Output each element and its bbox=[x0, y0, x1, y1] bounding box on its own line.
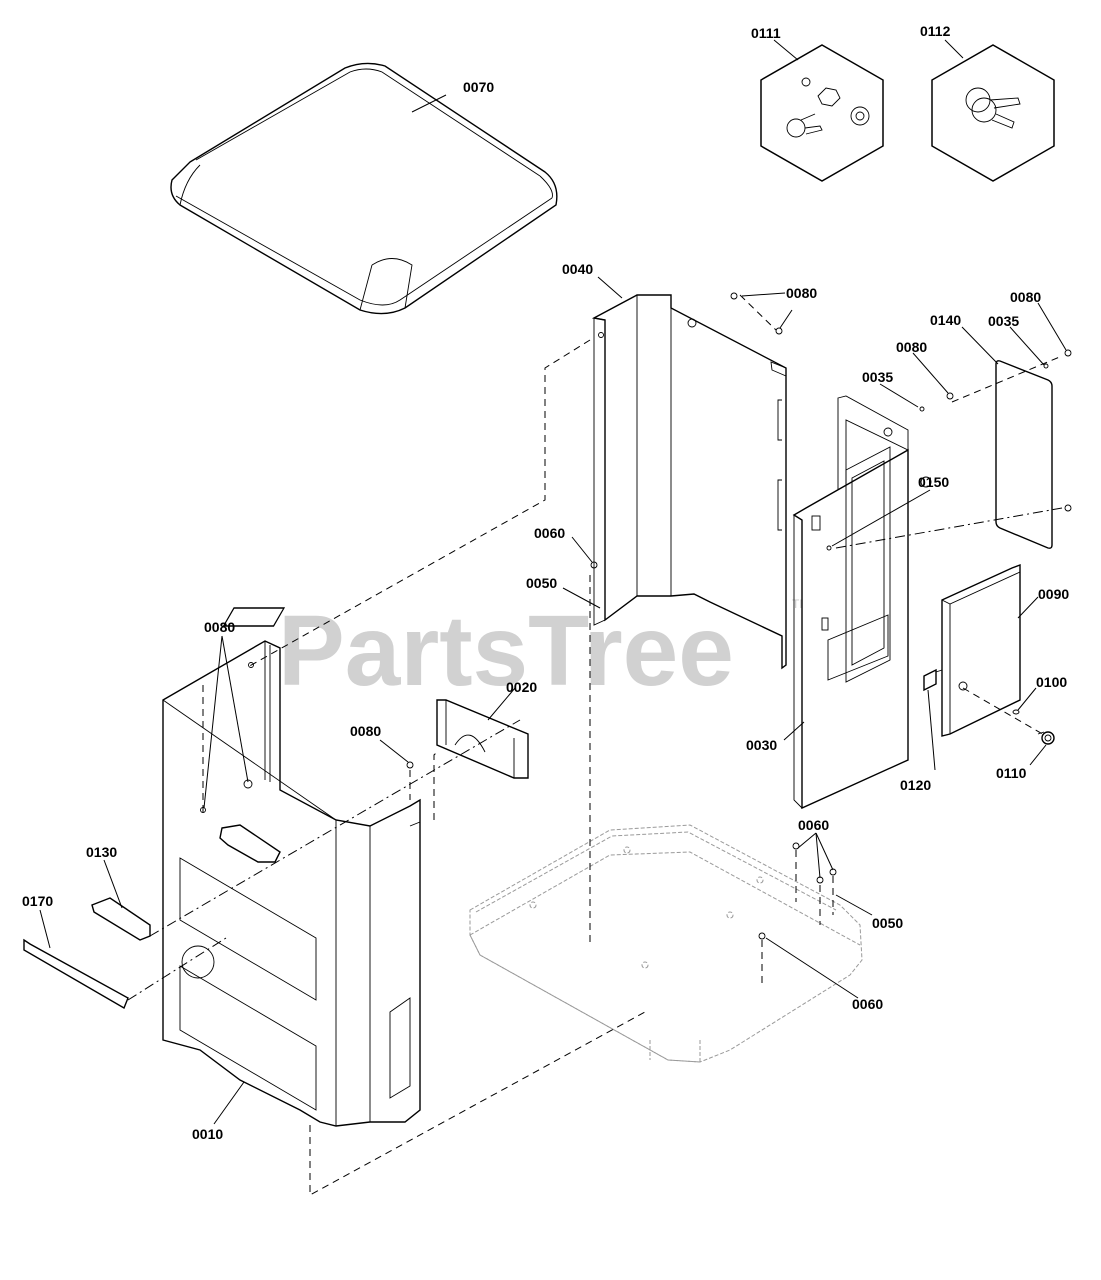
callout-0110[interactable]: 0110 bbox=[996, 765, 1027, 781]
callout-0060-b[interactable]: 0060 bbox=[798, 817, 829, 833]
assembly-lines bbox=[127, 294, 1063, 1196]
callout-0050-b[interactable]: 0050 bbox=[872, 915, 903, 931]
callout-0120[interactable]: 0120 bbox=[900, 777, 931, 793]
part-0110-lock[interactable] bbox=[1037, 731, 1055, 745]
callout-0111[interactable]: 0111 bbox=[751, 25, 781, 41]
callout-labels: 0070 0111 0112 0040 0080 0080 0140 0035 … bbox=[22, 23, 1069, 1142]
hex-inset-0112[interactable] bbox=[931, 44, 1055, 182]
part-0040-rear-frame[interactable] bbox=[222, 294, 787, 670]
part-0140-label-plate[interactable] bbox=[995, 360, 1053, 549]
callout-0035-a[interactable]: 0035 bbox=[988, 313, 1019, 329]
part-0120-latch[interactable] bbox=[923, 668, 943, 692]
callout-0140[interactable]: 0140 bbox=[930, 312, 961, 328]
callout-0170[interactable]: 0170 bbox=[22, 893, 53, 909]
callout-0040[interactable]: 0040 bbox=[562, 261, 593, 277]
callout-0070[interactable]: 0070 bbox=[463, 79, 494, 95]
callout-0090[interactable]: 0090 bbox=[1038, 586, 1069, 602]
watermark-brand: PartsTree bbox=[278, 595, 734, 707]
base-reference-phantom bbox=[469, 824, 863, 1063]
hex-inset-0111[interactable] bbox=[760, 44, 884, 182]
callout-0112[interactable]: 0112 bbox=[920, 23, 951, 39]
part-0020-baffle[interactable] bbox=[436, 699, 529, 779]
callout-0060-a[interactable]: 0060 bbox=[534, 525, 565, 541]
part-0010-main-housing[interactable] bbox=[162, 640, 421, 1127]
callout-0150[interactable]: 0150 bbox=[918, 474, 949, 490]
callout-0080-d[interactable]: 0080 bbox=[350, 723, 381, 739]
callout-0080-a[interactable]: 0080 bbox=[786, 285, 817, 301]
callout-0080-e[interactable]: 0080 bbox=[204, 619, 235, 635]
callout-0100[interactable]: 0100 bbox=[1036, 674, 1067, 690]
callout-0050-a[interactable]: 0050 bbox=[526, 575, 557, 591]
callout-0080-b[interactable]: 0080 bbox=[1010, 289, 1041, 305]
part-0070-lid[interactable] bbox=[170, 62, 558, 315]
callout-0080-c[interactable]: 0080 bbox=[896, 339, 927, 355]
leader-lines bbox=[39, 39, 1067, 1125]
part-0100-washer[interactable] bbox=[1012, 709, 1020, 715]
callout-0130[interactable]: 0130 bbox=[86, 844, 117, 860]
callout-0060-c[interactable]: 0060 bbox=[852, 996, 883, 1012]
callout-0020[interactable]: 0020 bbox=[506, 679, 537, 695]
callout-0035-b[interactable]: 0035 bbox=[862, 369, 893, 385]
part-0170-strip[interactable] bbox=[23, 938, 129, 1010]
part-0090-side-door[interactable] bbox=[941, 563, 1021, 737]
callout-0010[interactable]: 0010 bbox=[192, 1126, 223, 1142]
part-0030-front-panel[interactable] bbox=[792, 395, 932, 810]
callout-0030[interactable]: 0030 bbox=[746, 737, 777, 753]
